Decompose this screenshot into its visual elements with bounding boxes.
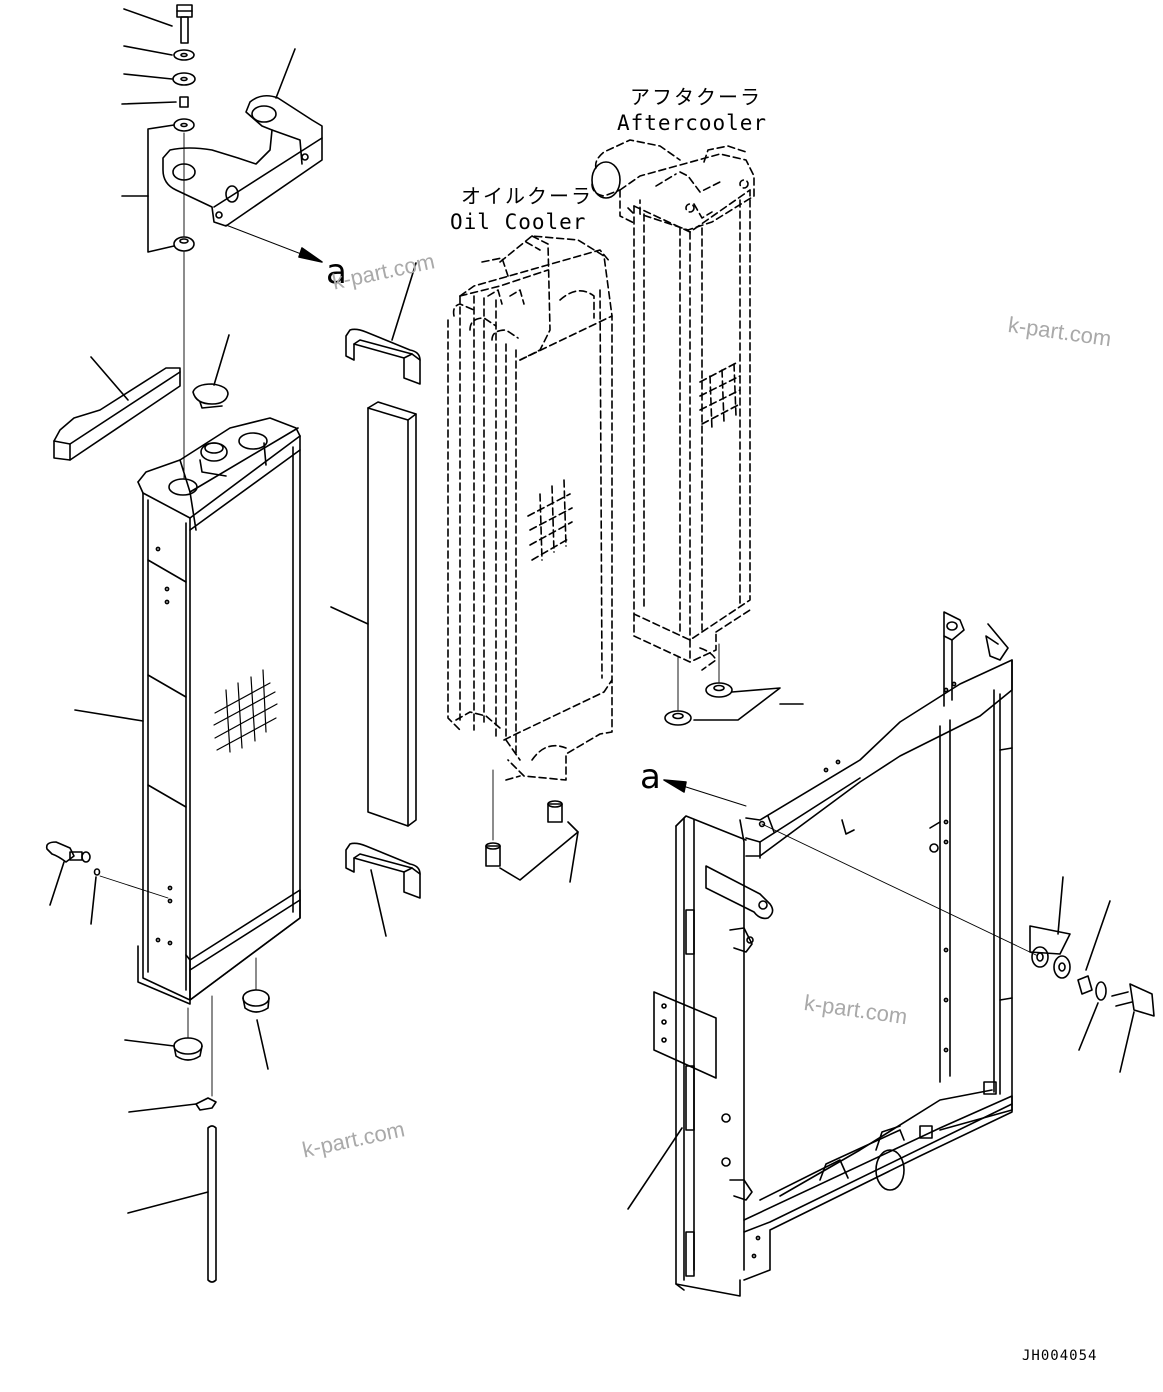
oil-cooler-label-en: Oil Cooler xyxy=(450,210,587,234)
clip-pin xyxy=(196,1098,216,1110)
oil-cooler xyxy=(448,236,612,780)
aftercooler-label-jp: アフタクーラ xyxy=(630,85,762,109)
radiator xyxy=(138,418,300,1004)
seal-cap-top xyxy=(346,329,420,384)
bushing-aftercooler-1 xyxy=(706,683,732,697)
washer-3 xyxy=(174,119,194,131)
cooler-support-frame xyxy=(654,612,1012,1296)
view-marker-a-top: a xyxy=(326,252,347,292)
bushing-aftercooler-2 xyxy=(665,711,691,725)
guide-rod xyxy=(208,1126,216,1282)
washer-bolt xyxy=(1096,982,1106,1000)
bushing-top xyxy=(174,237,194,251)
collar xyxy=(180,97,188,107)
collar-frame xyxy=(1078,976,1092,994)
bolt-frame xyxy=(1112,984,1154,1016)
collar-oil-cooler-1 xyxy=(486,846,500,866)
aftercooler xyxy=(592,140,754,670)
bushing-frame xyxy=(1032,947,1048,967)
aftercooler-label-en: Aftercooler xyxy=(617,111,768,135)
bushing-bottom-left xyxy=(174,1038,202,1060)
sponge-seal-bar xyxy=(368,402,416,826)
bolt-top xyxy=(177,5,192,43)
bushing-bottom-right xyxy=(243,990,269,1012)
radiator-mount-bracket xyxy=(163,96,322,226)
seal-strip-top xyxy=(54,368,180,460)
view-marker-a-right: a xyxy=(640,757,661,797)
washer-frame xyxy=(1054,956,1070,978)
o-ring xyxy=(95,869,100,875)
washer-2 xyxy=(173,73,195,85)
oil-cooler-label-jp: オイルクーラ xyxy=(461,184,593,208)
seal-cap-bottom xyxy=(346,843,420,898)
washer-1 xyxy=(174,50,194,60)
drain-cock xyxy=(47,842,90,862)
radiator-cap xyxy=(193,384,228,408)
collar-oil-cooler-2 xyxy=(548,804,562,822)
drawing-code: JH004054 xyxy=(1022,1348,1098,1364)
